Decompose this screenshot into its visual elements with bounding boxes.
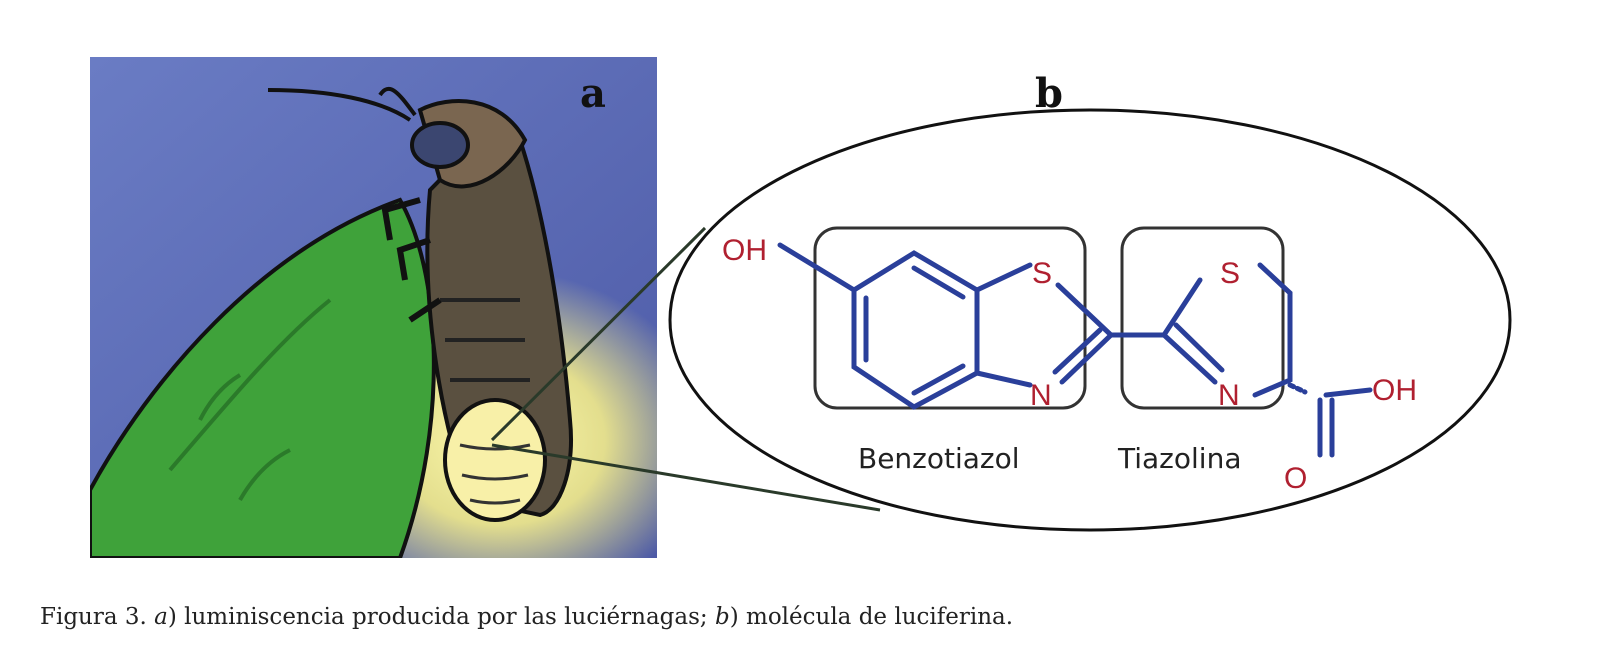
zoom-callout bbox=[490, 108, 1512, 532]
benzothiazole-label: Benzotiazol bbox=[858, 442, 1020, 475]
caption-a-text: ) luminiscencia producida por las luciér… bbox=[167, 604, 715, 630]
caption-prefix: Figura 3. bbox=[40, 604, 155, 630]
magnifier-ellipse bbox=[668, 108, 1512, 532]
luciferin-molecule: OH S N S N OH O Benzotiazol Tiazolina bbox=[722, 226, 1417, 495]
caption-b-marker: b bbox=[714, 604, 730, 630]
caption-a-marker: a bbox=[154, 604, 168, 630]
panel-a-label: a bbox=[580, 70, 606, 117]
bonds bbox=[777, 242, 1373, 458]
leaf bbox=[90, 197, 436, 558]
atom-o: O bbox=[1284, 462, 1307, 495]
atom-oh-left: OH bbox=[722, 234, 767, 267]
firefly-illustration bbox=[90, 57, 657, 558]
antennae bbox=[267, 86, 417, 122]
thiazoline-label: Tiazolina bbox=[1117, 442, 1241, 475]
atom-n1: N bbox=[1030, 379, 1052, 412]
atom-s1: S bbox=[1032, 257, 1052, 290]
thiazoline-box bbox=[1120, 226, 1285, 410]
benzothiazole-box bbox=[813, 226, 1087, 410]
atom-n2: N bbox=[1218, 379, 1240, 412]
caption-b-text: ) molécula de luciferina. bbox=[729, 604, 1014, 630]
figure-caption: Figura 3. a) luminiscencia producida por… bbox=[40, 604, 1013, 630]
firefly-lantern bbox=[443, 398, 547, 522]
atom-oh-right: OH bbox=[1372, 374, 1417, 407]
firefly-eye bbox=[410, 121, 470, 169]
atom-s2: S bbox=[1220, 257, 1240, 290]
